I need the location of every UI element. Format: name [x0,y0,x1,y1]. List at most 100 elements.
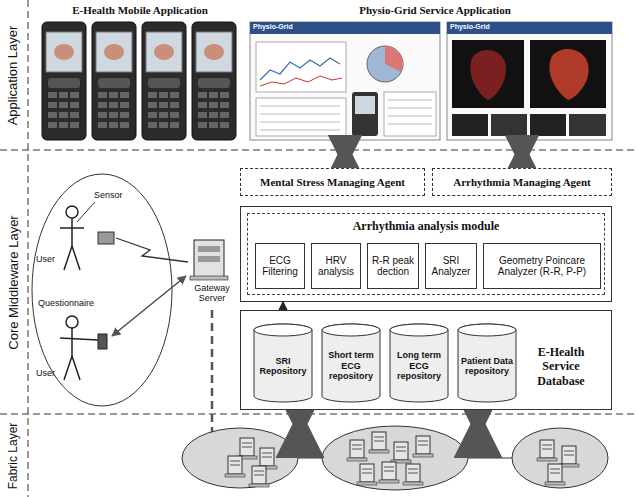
drawing-rect [256,42,346,92]
drawing-use [379,462,399,483]
double-arrow [297,414,304,434]
section-title: E-Health Mobile Application [40,4,240,16]
drawing-rect [355,96,375,114]
screenshot [447,22,612,140]
layer-name: Core Middleware Layer [6,215,21,349]
drawing-rect [250,22,440,34]
node-text: Geometry Poincare Analyzer (R-R, P-P) [487,255,597,278]
grid-cluster [182,428,298,488]
node-text: ECG Filtering [259,255,301,278]
database-box: E-Health Service Database SRI Repository S… [240,310,612,410]
node-text: Long term ECG repository [392,350,446,381]
cylinder-top [390,324,448,336]
drawing-rect [452,114,488,136]
cylinder-top [458,324,516,336]
part-label: Questionnaire [38,298,108,308]
drawing-use [369,432,389,453]
drawing-polyline [260,58,340,80]
cylinder-body [322,324,380,402]
drawing-use [192,22,236,140]
double-arrow [520,143,525,166]
section-title: Physio-Grid Service Application [300,4,570,16]
node-text: Short term ECG repository [324,350,378,381]
cylinder-body [458,324,516,402]
drawing-rect [198,246,220,252]
drawing-use [225,456,245,477]
drawing-path [549,49,588,100]
cylinder-top [254,324,312,336]
part-label: User [36,368,64,378]
drawing-rect [452,40,524,108]
screenshot [250,22,440,140]
node-text: R-R peak dection [371,255,415,278]
layer-divider [28,0,29,497]
layer-name: Application Layer [6,25,21,125]
gateway-server-icon [190,240,228,280]
drawing-rect [447,22,612,34]
cylinder-top [322,324,380,336]
module-box: Arrhythmia analysis moduleECG FilteringH… [240,206,612,302]
drawing-polyline [260,76,342,86]
user-figure [60,206,84,270]
drawing-circle [66,206,78,218]
double-arrow [112,276,186,336]
repository-cylinder: SRI Repository [253,323,313,403]
layer-divider [0,414,638,415]
drawing-path [470,50,506,100]
user-figure [60,316,98,380]
agent-box: Arrhythmia Managing Agent [432,168,612,196]
drawing-line [260,106,340,107]
drawing-use [42,22,86,140]
drawing-line [388,100,432,101]
drawing-use [249,466,269,487]
wireless-link [116,238,188,262]
drawing-line [60,227,84,229]
drawing-line [60,338,98,340]
user-region [32,174,172,406]
grid-cluster [322,426,468,490]
drawing-line [260,114,340,115]
sensor-device [98,232,114,244]
layer-name: Fabric Layer [6,423,20,490]
cylinder-body [390,324,448,402]
drawing-circle [66,316,78,328]
drawing-line [72,246,80,270]
repository-cylinder: Long term ECG repository [389,323,449,403]
drawing-rect [569,114,606,136]
drawing-rect [491,114,527,136]
drawing-use [357,464,377,485]
drawing-line [71,218,73,246]
part-label: Sensor [94,190,134,200]
drawing-circle [367,46,403,82]
node-text: Patient Data repository [460,356,514,377]
drawing-use [537,440,557,461]
drawing-use [347,440,367,461]
part-label: User [36,254,64,264]
node-text: Mental Stress Managing Agent [260,176,405,188]
drawing-line [260,122,340,123]
drawing-rect [194,240,224,278]
drawing-use [403,464,423,485]
drawing-rect [190,276,228,280]
drawing-line [260,130,340,131]
leader-line [77,202,95,222]
drawing-rect [256,98,346,136]
network-link [298,458,322,459]
double-arrow [475,414,482,434]
drawing-line [388,108,432,109]
grid-cluster [512,428,608,488]
mobile-phones [42,22,236,140]
node-text: E-Health Service Database [519,345,603,388]
part-label: Gateway Server [186,283,238,304]
node-text: Arrhythmia analysis module [241,219,611,234]
process-box: R-R peak dection [367,243,419,289]
cylinder-body [254,324,312,402]
drawing-rect [250,22,440,140]
process-box: SRI Analyzer [425,243,477,289]
drawing-rect [352,92,378,136]
drawing-rect [198,256,220,262]
repository-cylinder: Short term ECG repository [321,323,381,403]
drawing-rect [384,92,436,136]
node-text: SRI Repository [256,356,310,377]
